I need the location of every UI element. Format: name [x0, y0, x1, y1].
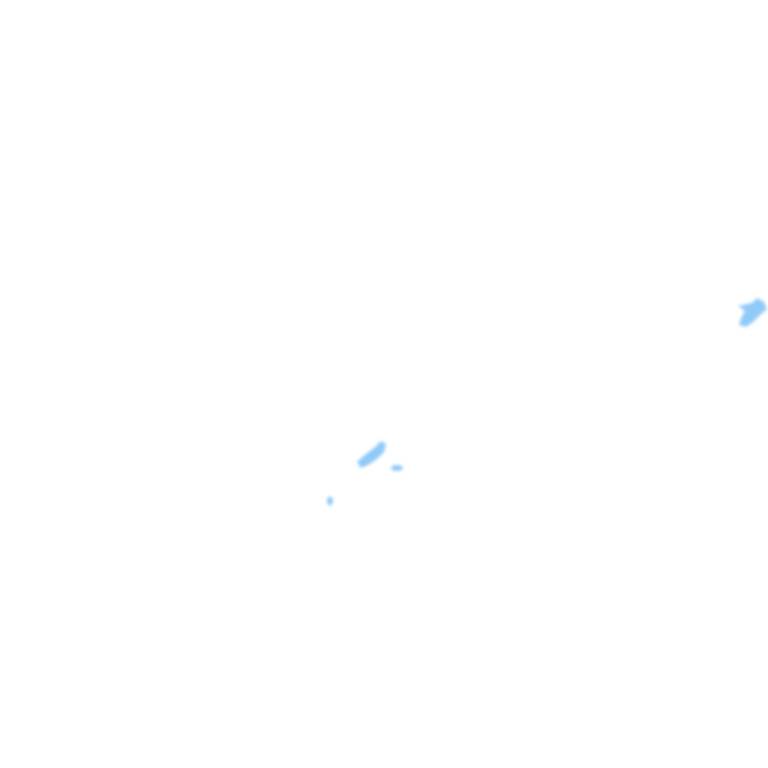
water-patch-center: [357, 441, 386, 468]
water-patch-east: [738, 298, 767, 327]
water-patch-center-small: [391, 465, 403, 471]
water-patch-south-dot: [327, 496, 333, 506]
